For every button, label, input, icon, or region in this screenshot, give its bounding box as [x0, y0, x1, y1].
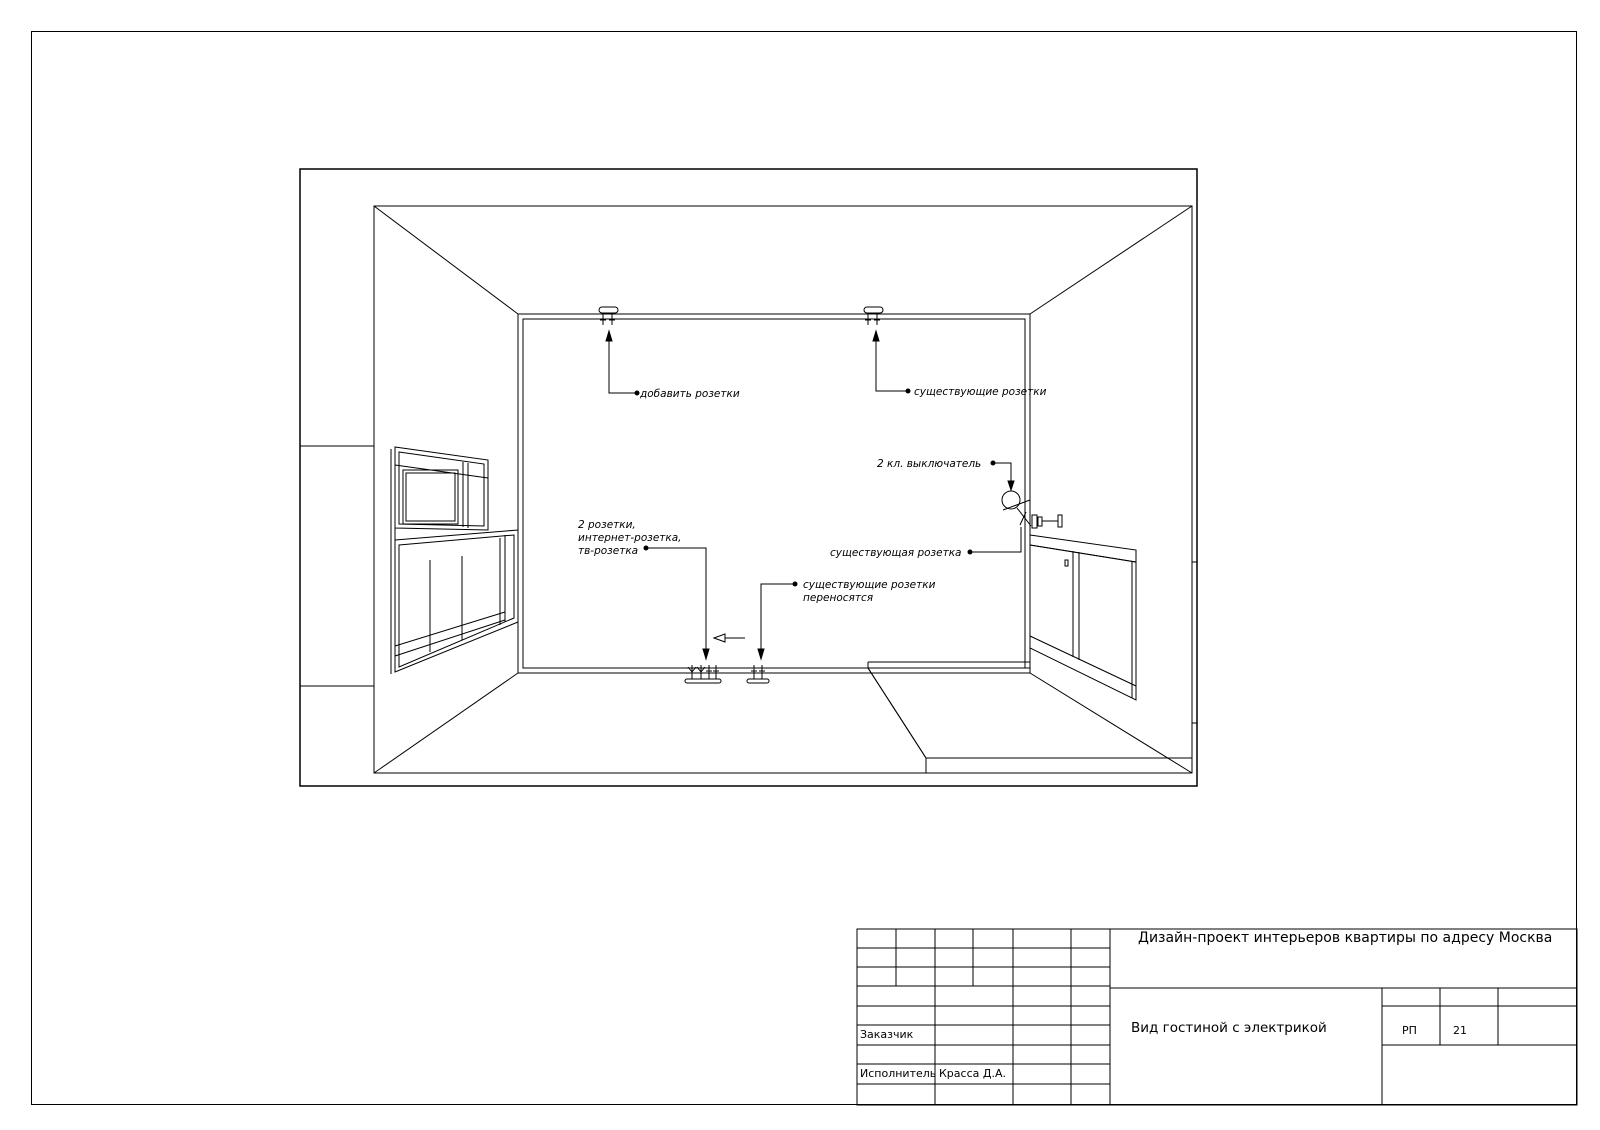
kitchen-cabinets	[1029, 534, 1137, 701]
label-sockets-group-1: 2 розетки,	[578, 519, 636, 531]
executor-name: Красса Д.А.	[939, 1067, 1006, 1080]
socket-group-icon	[684, 665, 722, 684]
label-moved-sockets-2: переносятся	[803, 592, 873, 604]
switch-icon	[1001, 490, 1032, 527]
label-moved-sockets-1: существующие розетки	[803, 579, 936, 591]
socket-icon	[1031, 514, 1063, 529]
sheet-title: Вид гостиной с электрикой	[1131, 1020, 1327, 1036]
executor-label: Исполнитель	[860, 1067, 936, 1080]
socket-icon	[746, 665, 770, 684]
label-existing-sockets: существующие розетки	[914, 386, 1047, 398]
label-sockets-group-3: тв-розетка	[578, 545, 638, 557]
room-perspective	[300, 205, 1197, 774]
label-switch: 2 кл. выключатель	[877, 458, 981, 470]
left-window	[390, 446, 519, 674]
label-existing-socket: существующая розетка	[830, 547, 961, 559]
viewport-frame	[299, 168, 1198, 787]
leader-lines	[605, 329, 1022, 661]
label-add-sockets: добавить розетки	[639, 388, 740, 400]
socket-icon	[863, 306, 884, 325]
customer-label: Заказчик	[860, 1028, 914, 1041]
project-title: Дизайн-проект интерьеров квартиры по адр…	[1138, 930, 1552, 946]
title-block	[856, 928, 1578, 1106]
sheet-number: 21	[1453, 1024, 1467, 1037]
stage-code: РП	[1402, 1024, 1417, 1037]
label-sockets-group-2: интернет-розетка,	[578, 532, 682, 544]
socket-icon	[598, 306, 619, 325]
sheet-frame	[31, 31, 1577, 1105]
